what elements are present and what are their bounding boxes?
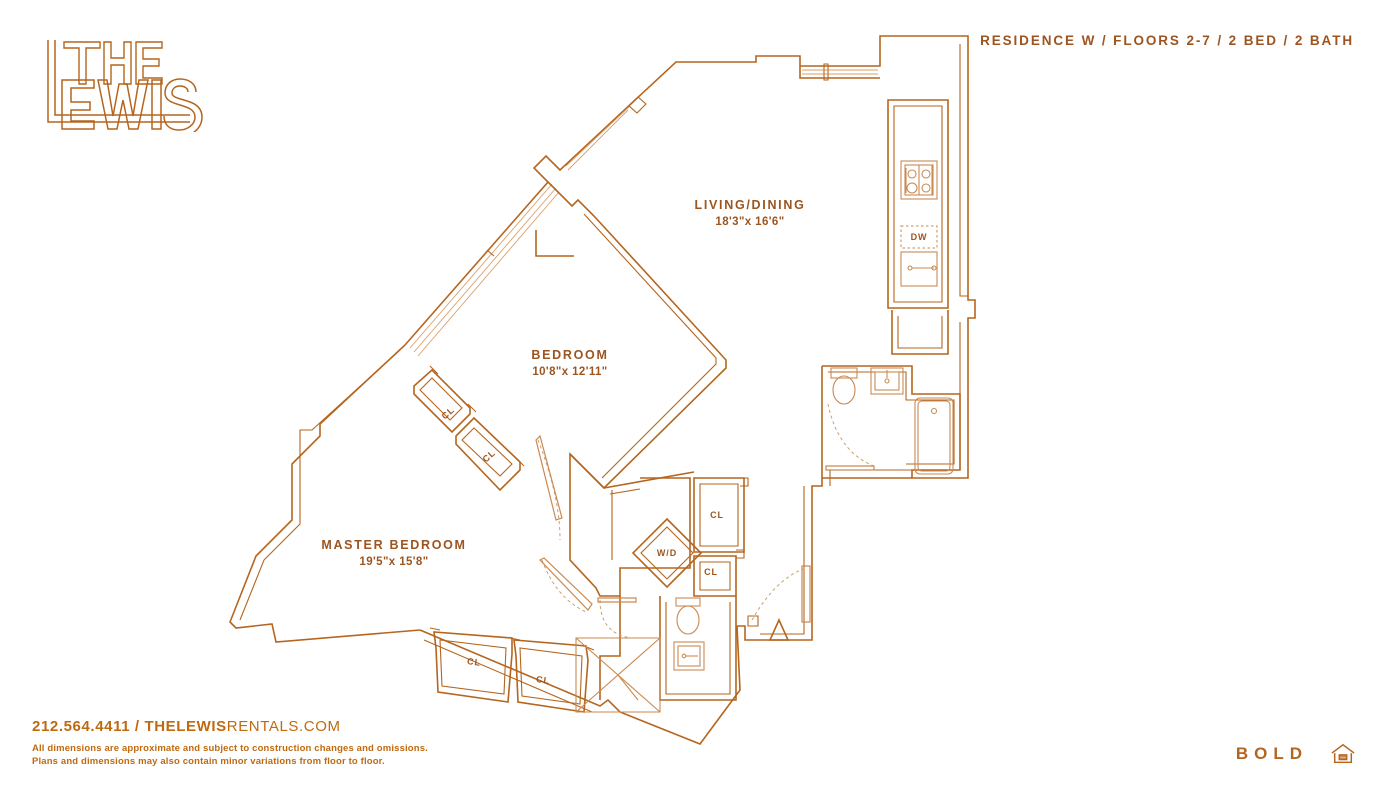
kitchen-range-icon xyxy=(900,160,938,200)
room-name: BEDROOM xyxy=(531,348,609,362)
disclaimer-line-1: All dimensions are approximate and subje… xyxy=(32,743,428,754)
disclaimer-text: All dimensions are approximate and subje… xyxy=(32,742,428,768)
room-label-master-bedroom: MASTER BEDROOM 19'5"x 15'8" xyxy=(321,537,466,571)
bathtub-icon xyxy=(914,397,954,475)
the-lewis-wordmark-icon xyxy=(47,40,203,138)
contact-separator: / xyxy=(130,718,145,735)
the-lewis-logo[interactable] xyxy=(38,22,228,138)
master-toilet-icon xyxy=(675,597,701,635)
hall-closets xyxy=(693,477,749,597)
developer-brand-block: BOLD xyxy=(1236,742,1356,766)
room-dimensions: 18'3"x 16'6" xyxy=(715,216,785,228)
closet-tag-bedroom-1: CL xyxy=(439,404,457,422)
footer-contact-line[interactable]: 212.564.4411 / THELEWISRENTALS.COM xyxy=(32,718,341,735)
closet-tag-master-1: CL xyxy=(466,656,482,668)
entry-door[interactable] xyxy=(747,565,811,627)
washer-dryer-tag: W/D xyxy=(656,548,678,558)
closet-tag-master-2: CL xyxy=(535,674,551,686)
vanity-sink-icon xyxy=(870,367,904,395)
room-name: LIVING/DINING xyxy=(694,198,806,212)
bold-brand-name: BOLD xyxy=(1235,744,1308,763)
dishwasher-tag: DW xyxy=(910,232,928,242)
master-bath-door-leaf xyxy=(597,597,637,603)
entry-hall-wd xyxy=(569,452,703,597)
website-suffix[interactable]: RENTALS.COM xyxy=(226,718,341,735)
closet-tag-hall-1: CL xyxy=(710,510,724,520)
bath-door-swing xyxy=(827,403,875,467)
bedroom-closets xyxy=(413,365,525,492)
kitchen-sink-icon xyxy=(900,251,938,287)
master-door-swing xyxy=(539,557,593,613)
room-dimensions: 10'8"x 12'11" xyxy=(532,366,608,378)
master-vanity-icon xyxy=(673,641,705,671)
master-bath-door-swing xyxy=(599,599,633,639)
residence-spec-header: RESIDENCE W / FLOORS 2-7 / 2 BED / 2 BAT… xyxy=(980,33,1354,48)
master-bathroom xyxy=(575,596,737,713)
living-window-wall xyxy=(404,96,647,357)
room-dimensions: 19'5"x 15'8" xyxy=(359,556,429,568)
room-label-living-dining: LIVING/DINING 18'3"x 16'6" xyxy=(695,197,806,231)
closet-tag-bedroom-2: CL xyxy=(480,447,498,465)
master-bedroom-walls xyxy=(229,344,741,745)
room-name: MASTER BEDROOM xyxy=(321,538,467,552)
kitchen xyxy=(887,99,949,355)
guest-bathroom xyxy=(821,365,961,478)
toilet-icon xyxy=(830,367,858,405)
equal-housing-opportunity-icon xyxy=(1331,743,1355,764)
master-closets xyxy=(429,627,595,713)
shower-stall-icon xyxy=(575,637,661,713)
bedroom-door-swing xyxy=(535,434,563,541)
phone-number[interactable]: 212.564.4411 xyxy=(32,718,131,735)
room-label-bedroom: BEDROOM 10'8"x 12'11" xyxy=(531,347,608,381)
disclaimer-line-2: Plans and dimensions may also contain mi… xyxy=(32,756,385,767)
entry-direction-marker xyxy=(768,618,790,641)
closet-tag-hall-2: CL xyxy=(704,567,718,577)
website-brand[interactable]: THELEWIS xyxy=(144,718,227,735)
kitchen-window xyxy=(799,63,880,81)
bath-door-leaf xyxy=(825,465,875,471)
unit-outer-walls xyxy=(633,35,976,641)
